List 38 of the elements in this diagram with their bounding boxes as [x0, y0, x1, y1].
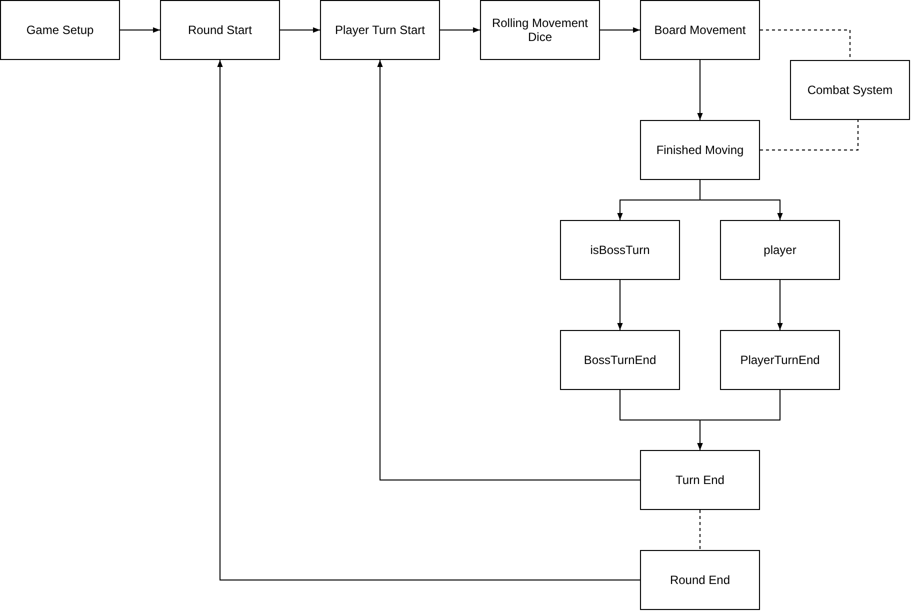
process-box — [640, 120, 760, 180]
box-label: Turn End — [676, 473, 724, 487]
process-box — [790, 60, 910, 120]
box-label: isBossTurn — [590, 243, 650, 257]
process-box — [0, 0, 120, 60]
box-label: PlayerTurnEnd — [740, 353, 820, 367]
box-label: player — [764, 243, 796, 257]
box-label: Round Start — [188, 23, 252, 37]
box-label: Finished Moving — [656, 143, 744, 157]
process-box — [720, 220, 840, 280]
process-box — [560, 330, 680, 390]
dashed-connector — [760, 120, 858, 150]
box-label: Game Setup — [26, 23, 94, 37]
arrow — [700, 180, 783, 220]
arrow — [697, 60, 703, 120]
process-box — [320, 0, 440, 60]
process-box — [560, 220, 680, 280]
process-box — [160, 0, 280, 60]
arrow — [440, 27, 480, 33]
box-label: Round End — [670, 573, 730, 587]
process-box — [720, 330, 840, 390]
arrow — [777, 280, 783, 330]
box-label: Player Turn Start — [334, 23, 426, 37]
arrow — [600, 27, 640, 33]
box-label: Combat System — [807, 83, 893, 97]
process-box — [480, 0, 600, 60]
arrow — [377, 60, 640, 480]
process-box — [640, 550, 760, 610]
arrow — [617, 280, 623, 330]
arrow — [120, 27, 160, 33]
process-box — [640, 450, 760, 510]
box-label: Board Movement — [654, 23, 746, 37]
process-box — [640, 0, 760, 60]
arrow — [217, 60, 640, 580]
box-label: BossTurnEnd — [584, 353, 656, 367]
box-label: Rolling Movement Dice — [490, 16, 590, 44]
arrow — [697, 390, 780, 450]
arrow — [280, 27, 320, 33]
